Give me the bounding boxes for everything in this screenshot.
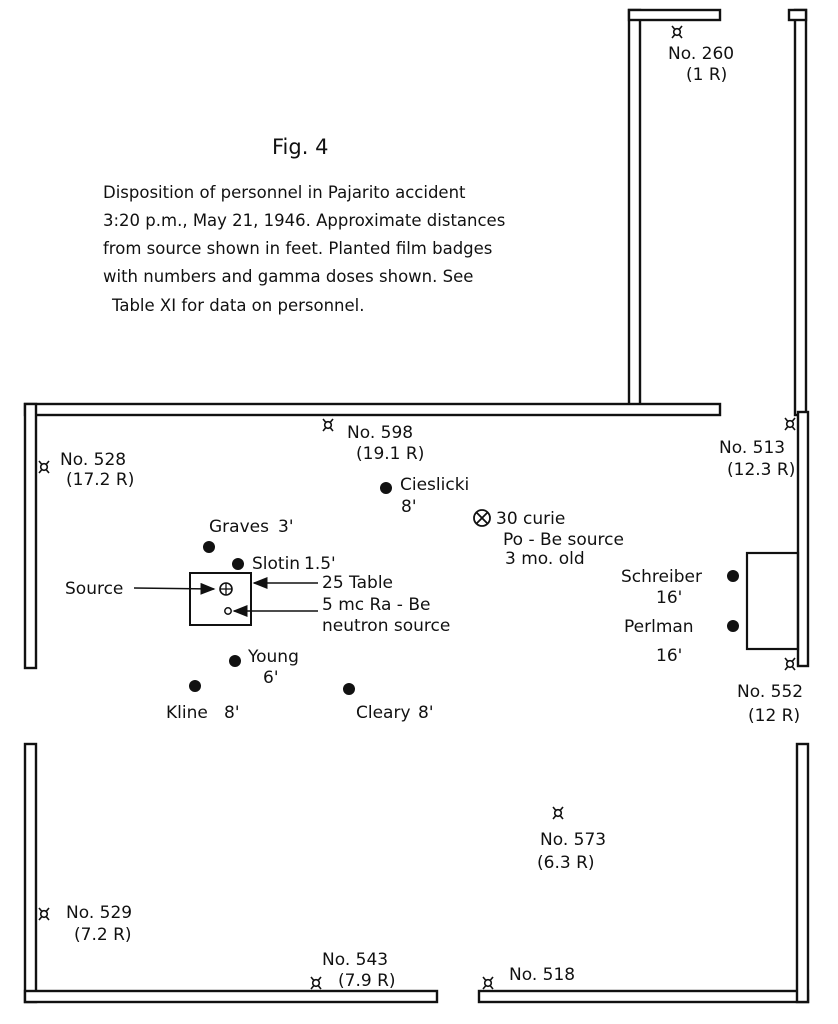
badge-number: No. 573 xyxy=(540,830,606,850)
wall-corridor-left xyxy=(627,8,642,410)
badge-number: No. 552 xyxy=(737,682,803,702)
person-distance: 8' xyxy=(401,497,417,517)
person-marker xyxy=(380,482,392,494)
badge-number: No. 543 xyxy=(322,950,388,970)
film-badge-icon xyxy=(671,25,683,39)
film-badge-icon xyxy=(784,657,796,671)
wall-bottom-left xyxy=(23,989,439,1004)
caption-line: from source shown in feet. Planted film … xyxy=(103,239,492,258)
wall-left-upper xyxy=(23,402,38,670)
person-name: Kline xyxy=(166,703,208,723)
caption-line: 3:20 p.m., May 21, 1946. Approximate dis… xyxy=(103,211,505,230)
badge-number: No. 518 xyxy=(509,965,575,985)
source-label: Source xyxy=(65,579,123,599)
source-arrow xyxy=(133,582,216,595)
person-marker xyxy=(189,680,201,692)
person-marker xyxy=(343,683,355,695)
person-distance: 8' xyxy=(418,703,434,723)
person-distance: 8' xyxy=(224,703,240,723)
person-name: Cieslicki xyxy=(400,475,469,495)
table-label: 25 Table xyxy=(322,573,393,593)
wall-bottom-right xyxy=(477,989,810,1004)
person-name: Graves xyxy=(209,517,269,537)
po-be-source-label: 30 curie xyxy=(496,509,565,529)
person-distance: 3' xyxy=(278,517,294,537)
badge-number: No. 260 xyxy=(668,44,734,64)
person-marker xyxy=(727,620,739,632)
caption-line: Table XI for data on personnel. xyxy=(111,296,364,315)
film-badge-icon xyxy=(310,976,322,990)
badge-dose: (19.1 R) xyxy=(356,444,424,464)
sphere-source-icon xyxy=(219,582,233,596)
wall-right-upper xyxy=(793,8,808,417)
person-distance: 1.5' xyxy=(304,554,336,574)
badge-dose: (7.2 R) xyxy=(74,925,132,945)
person-marker xyxy=(203,541,215,553)
wall-right-lower xyxy=(795,742,810,1004)
figure-title: Fig. 4 xyxy=(272,135,328,159)
person-marker xyxy=(727,570,739,582)
badge-number: No. 529 xyxy=(66,903,132,923)
badge-number: No. 598 xyxy=(347,423,413,443)
badge-dose: (1 R) xyxy=(686,65,727,85)
wall-right-stub-top xyxy=(787,8,808,22)
po-be-source-icon xyxy=(473,509,491,527)
badge-dose: (7.9 R) xyxy=(338,971,396,991)
wall-left-lower xyxy=(23,742,38,1004)
film-badge-icon xyxy=(552,806,564,820)
ra-be-source-label: neutron source xyxy=(322,616,450,636)
badge-dose: (17.2 R) xyxy=(66,470,134,490)
person-marker xyxy=(229,655,241,667)
film-badge-icon xyxy=(38,907,50,921)
badge-dose: (12.3 R) xyxy=(727,460,795,480)
bench xyxy=(745,551,800,651)
figure-caption: Disposition of personnel in Pajarito acc… xyxy=(103,183,505,315)
wall-top-main xyxy=(23,402,722,417)
person-name: Young xyxy=(247,647,299,667)
person-marker xyxy=(232,558,244,570)
po-be-source-label: Po - Be source xyxy=(503,530,624,550)
person-distance: 6' xyxy=(263,668,279,688)
ra-be-source-label: 5 mc Ra - Be xyxy=(322,595,430,615)
table-25 xyxy=(189,572,252,626)
person-name: Slotin xyxy=(252,554,300,574)
person-distance: 16' xyxy=(656,646,682,666)
film-badge-icon xyxy=(322,418,334,432)
sources: 30 curie Po - Be source 3 mo. old Source… xyxy=(65,509,624,636)
walls xyxy=(23,8,810,1004)
badge-number: No. 513 xyxy=(719,438,785,458)
po-be-source-label: 3 mo. old xyxy=(505,549,585,569)
person-name: Perlman xyxy=(624,617,694,637)
badges: No. 260 (1 R) No. 598 (19.1 R) No. 528 (… xyxy=(38,25,803,991)
wall-corridor-top xyxy=(627,8,722,22)
badge-dose: (6.3 R) xyxy=(537,853,595,873)
caption-line: Disposition of personnel in Pajarito acc… xyxy=(103,183,466,202)
person-name: Schreiber xyxy=(621,567,702,587)
personnel: Cieslicki 8' Graves 3' Slotin 1.5' Young… xyxy=(166,475,739,723)
wall-right-middle xyxy=(796,410,810,668)
film-badge-icon xyxy=(38,460,50,474)
film-badge-icon xyxy=(784,417,796,431)
person-distance: 16' xyxy=(656,588,682,608)
film-badge-icon xyxy=(482,976,494,990)
badge-number: No. 528 xyxy=(60,450,126,470)
ra-be-source-icon xyxy=(224,607,232,615)
person-name: Cleary xyxy=(356,703,411,723)
caption-line: with numbers and gamma doses shown. See xyxy=(103,267,473,286)
badge-dose: (12 R) xyxy=(748,706,800,726)
